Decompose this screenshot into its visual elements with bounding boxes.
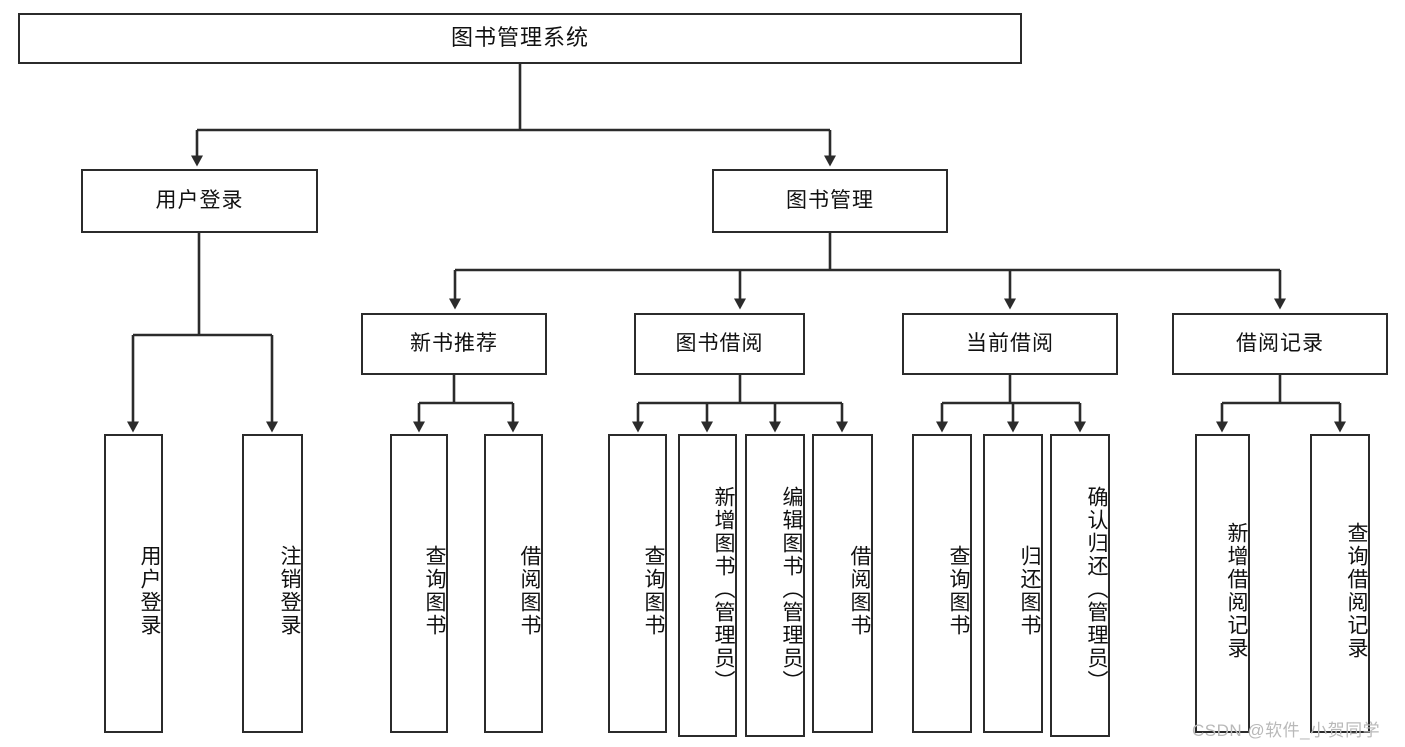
leaf-borrow-borrow-book[interactable]: 借阅图书 [812,434,873,733]
leaf-borrow-edit-book-admin[interactable]: 编辑图书（管理员） [745,434,805,737]
leaf-recommend-query-book[interactable]: 查询图书 [390,434,448,733]
node-user-login[interactable]: 用户登录 [81,169,318,233]
node-book-management[interactable]: 图书管理 [712,169,948,233]
leaf-user-login-logout[interactable]: 注销登录 [242,434,303,733]
leaf-current-confirm-return-admin[interactable]: 确认归还（管理员） [1050,434,1110,737]
leaf-current-query-book[interactable]: 查询图书 [912,434,972,733]
leaf-borrow-query-book[interactable]: 查询图书 [608,434,667,733]
leaf-recommend-borrow-book[interactable]: 借阅图书 [484,434,543,733]
leaf-records-query-record[interactable]: 查询借阅记录 [1310,434,1370,733]
leaf-current-return-book[interactable]: 归还图书 [983,434,1043,733]
leaf-user-login-login[interactable]: 用户登录 [104,434,163,733]
node-borrow-records[interactable]: 借阅记录 [1172,313,1388,375]
node-root-system[interactable]: 图书管理系统 [18,13,1022,64]
leaf-borrow-add-book-admin[interactable]: 新增图书（管理员） [678,434,737,737]
csdn-watermark: CSDN @软件_小贺同学 [1192,721,1381,740]
leaf-records-add-record[interactable]: 新增借阅记录 [1195,434,1250,733]
node-current-borrow[interactable]: 当前借阅 [902,313,1118,375]
node-book-borrow[interactable]: 图书借阅 [634,313,805,375]
node-new-book-recommend[interactable]: 新书推荐 [361,313,547,375]
